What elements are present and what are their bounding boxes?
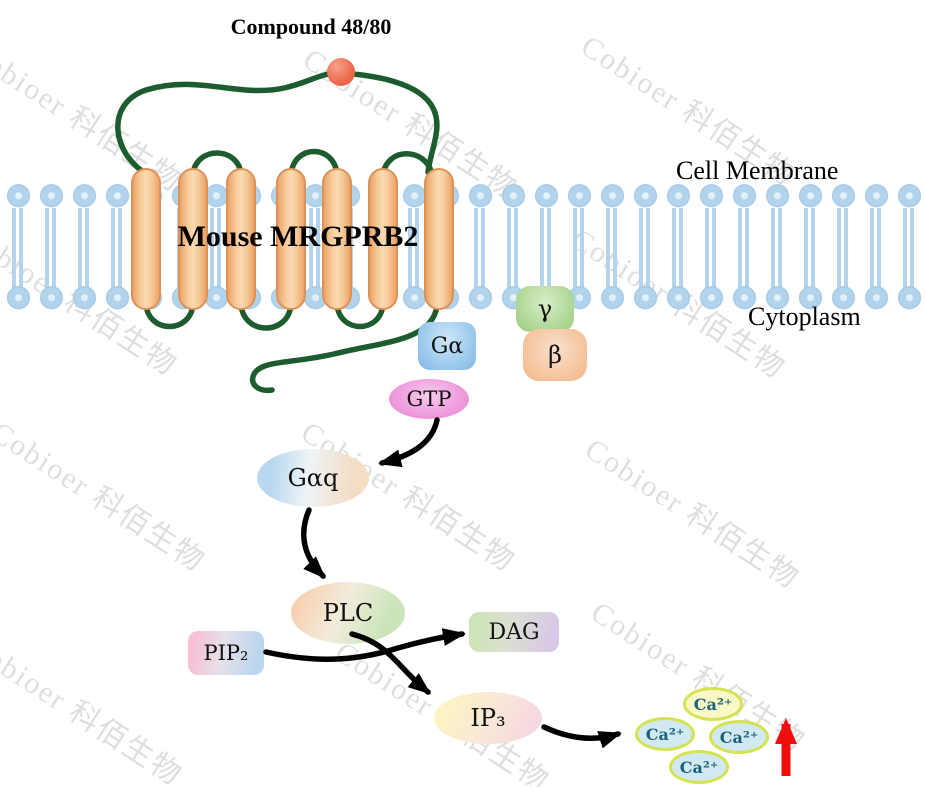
intracellular-loop-2 <box>238 301 294 331</box>
g-beta-subunit: β <box>523 329 587 381</box>
dag-molecule: DAG <box>469 612 559 652</box>
tm-helix-1 <box>131 168 161 310</box>
arrow-plc-to-ip3 <box>349 631 432 695</box>
tm-helix-2 <box>178 168 208 310</box>
c-terminus-tail <box>249 303 440 394</box>
compound-48-80-ligand <box>327 58 355 86</box>
arrow-gaq-to-plc <box>300 507 326 579</box>
arrow-gtp-to-gaq <box>378 417 440 468</box>
tm-helix-6 <box>368 168 398 310</box>
gtp-molecule: GTP <box>389 379 469 419</box>
calcium-ion: Ca²⁺ <box>683 687 743 721</box>
n-terminus-loop <box>115 70 440 179</box>
calcium-ion: Ca²⁺ <box>669 750 729 784</box>
g-alpha-q-protein: Gαq <box>257 449 369 507</box>
pip2-molecule: PIP₂ <box>188 631 264 675</box>
arrow-ip3-to-calcium <box>541 724 622 749</box>
extracellular-loop-2 <box>288 148 340 177</box>
plc-enzyme: PLC <box>291 582 405 644</box>
ip3-molecule: IP₃ <box>434 692 542 744</box>
intracellular-loop-1 <box>143 301 196 330</box>
tm-helix-7 <box>424 168 454 310</box>
calcium-ion: Ca²⁺ <box>635 717 695 751</box>
calcium-ion: Ca²⁺ <box>709 720 769 754</box>
extracellular-loop-3 <box>380 151 435 177</box>
receptor-name-label: Mouse MRGPRB2 <box>177 220 419 253</box>
g-gamma-subunit: γ <box>516 286 574 332</box>
g-alpha-subunit: Gα <box>418 322 476 370</box>
arrow-pip2-to-dag <box>263 628 466 662</box>
tm-helix-3 <box>226 168 256 310</box>
intracellular-loop-3 <box>334 301 386 330</box>
tm-helix-5 <box>322 168 352 310</box>
tm-helix-4 <box>276 168 306 310</box>
compound-label: Compound 48/80 <box>230 14 392 39</box>
extracellular-loop-1 <box>190 150 244 177</box>
cell-membrane-label: Cell Membrane <box>676 156 839 185</box>
cytoplasm-label: Cytoplasm <box>748 302 861 331</box>
